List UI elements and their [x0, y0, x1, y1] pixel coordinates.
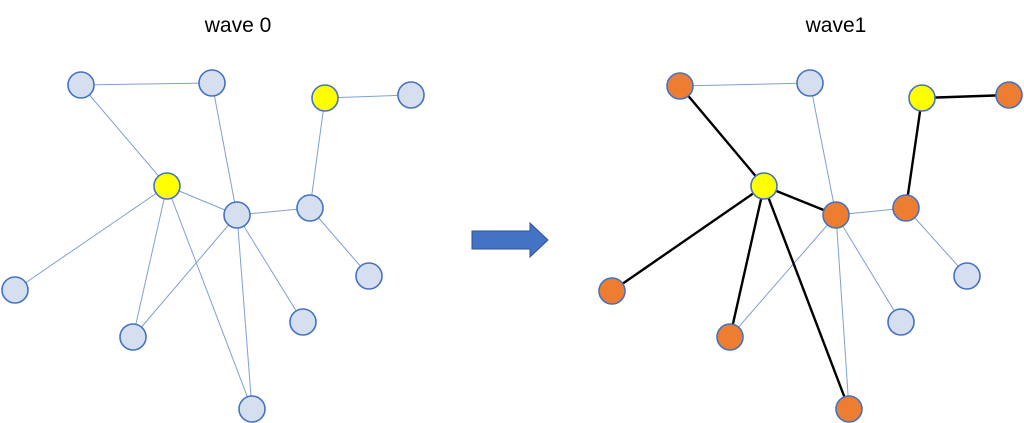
- edge-n6-n13: [236, 214, 253, 410]
- node-n5-source: [750, 172, 778, 200]
- wave0-title: wave 0: [204, 14, 272, 37]
- node-n11-unvisited: [289, 308, 317, 336]
- node-n8-frontier: [598, 277, 626, 305]
- edge-n2-n6: [809, 82, 837, 216]
- node-n3-source: [908, 84, 936, 112]
- node-n13-frontier: [835, 395, 863, 423]
- wave1-graph: [598, 69, 1023, 423]
- edge-n3-n4: [324, 94, 412, 99]
- edge-n5-n10: [132, 185, 168, 338]
- node-n11-unvisited: [887, 308, 915, 336]
- traversed-edge-n5-n13: [762, 185, 851, 410]
- traversed-edge-n3-n4: [921, 93, 1010, 100]
- node-n6-unvisited: [223, 201, 251, 229]
- edge-n6-n11: [835, 214, 902, 323]
- edge-n7-n9: [309, 207, 370, 277]
- node-n10-unvisited: [119, 323, 147, 351]
- node-n10-frontier: [716, 323, 744, 351]
- node-n1-frontier: [666, 72, 694, 100]
- transition-arrow-icon: [471, 221, 549, 259]
- traversed-edge-n3-n7: [904, 97, 924, 209]
- edge-n1-n2: [679, 82, 811, 87]
- edge-n6-n10: [132, 214, 238, 338]
- edge-n2-n6: [211, 82, 238, 216]
- node-n2-unvisited: [198, 69, 226, 97]
- node-n9-unvisited: [355, 262, 383, 290]
- node-n5-source: [153, 172, 181, 200]
- edge-n6-n13: [835, 214, 850, 410]
- node-n1-unvisited: [67, 71, 95, 99]
- node-n6-frontier: [822, 201, 850, 229]
- edge-n5-n13: [166, 185, 253, 410]
- edge-n3-n7: [309, 97, 326, 209]
- node-n4-unvisited: [397, 81, 425, 109]
- traversed-edge-n5-n8: [611, 185, 765, 292]
- node-n3-source: [311, 84, 339, 112]
- edge-n1-n5: [80, 84, 168, 187]
- edge-n6-n11: [236, 214, 304, 323]
- node-n7-unvisited: [296, 194, 324, 222]
- traversed-edge-n5-n10: [728, 185, 766, 338]
- edge-n5-n8: [14, 185, 168, 291]
- node-n7-frontier: [892, 194, 920, 222]
- wave1-title: wave1: [805, 14, 867, 37]
- edge-n7-n9: [905, 207, 968, 277]
- node-n4-frontier: [995, 81, 1023, 109]
- traversed-edge-n1-n5: [679, 85, 765, 187]
- edge-n1-n2: [80, 82, 213, 86]
- edge-n6-n10: [729, 214, 837, 338]
- node-n2-unvisited: [796, 69, 824, 97]
- wave0-graph: [1, 69, 425, 423]
- node-n13-unvisited: [238, 395, 266, 423]
- node-n9-unvisited: [953, 262, 981, 290]
- node-n8-unvisited: [1, 276, 29, 304]
